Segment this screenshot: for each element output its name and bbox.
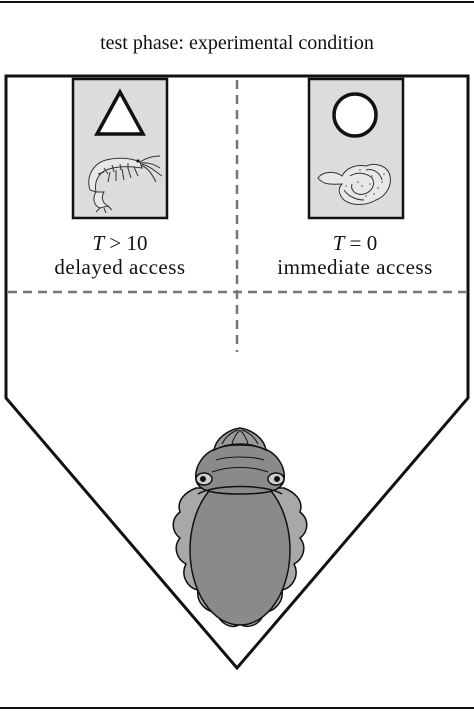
cuttlefish-icon — [172, 427, 308, 628]
right-time-label: T = 0 — [333, 231, 378, 255]
crab-meat-icon — [317, 163, 391, 205]
shrimp-icon — [88, 155, 163, 214]
diagram-title: test phase: experimental condition — [100, 32, 374, 54]
right-access-label: immediate access — [277, 255, 433, 279]
left-access-label: delayed access — [54, 255, 185, 279]
tank-outline — [4, 74, 470, 671]
left-stimulus-card — [71, 77, 169, 220]
left-time-variable: T — [92, 231, 105, 255]
left-time-label: T > 10 — [92, 231, 147, 255]
right-time-variable: T — [333, 231, 346, 255]
left-time-condition: > 10 — [104, 231, 147, 255]
triangle-icon — [94, 88, 146, 136]
right-time-condition: = 0 — [344, 231, 377, 255]
circle-icon — [332, 92, 378, 138]
cuttlefish-arms — [213, 427, 267, 452]
cuttlefish-mantle — [189, 474, 291, 626]
right-stimulus-card — [307, 77, 405, 220]
